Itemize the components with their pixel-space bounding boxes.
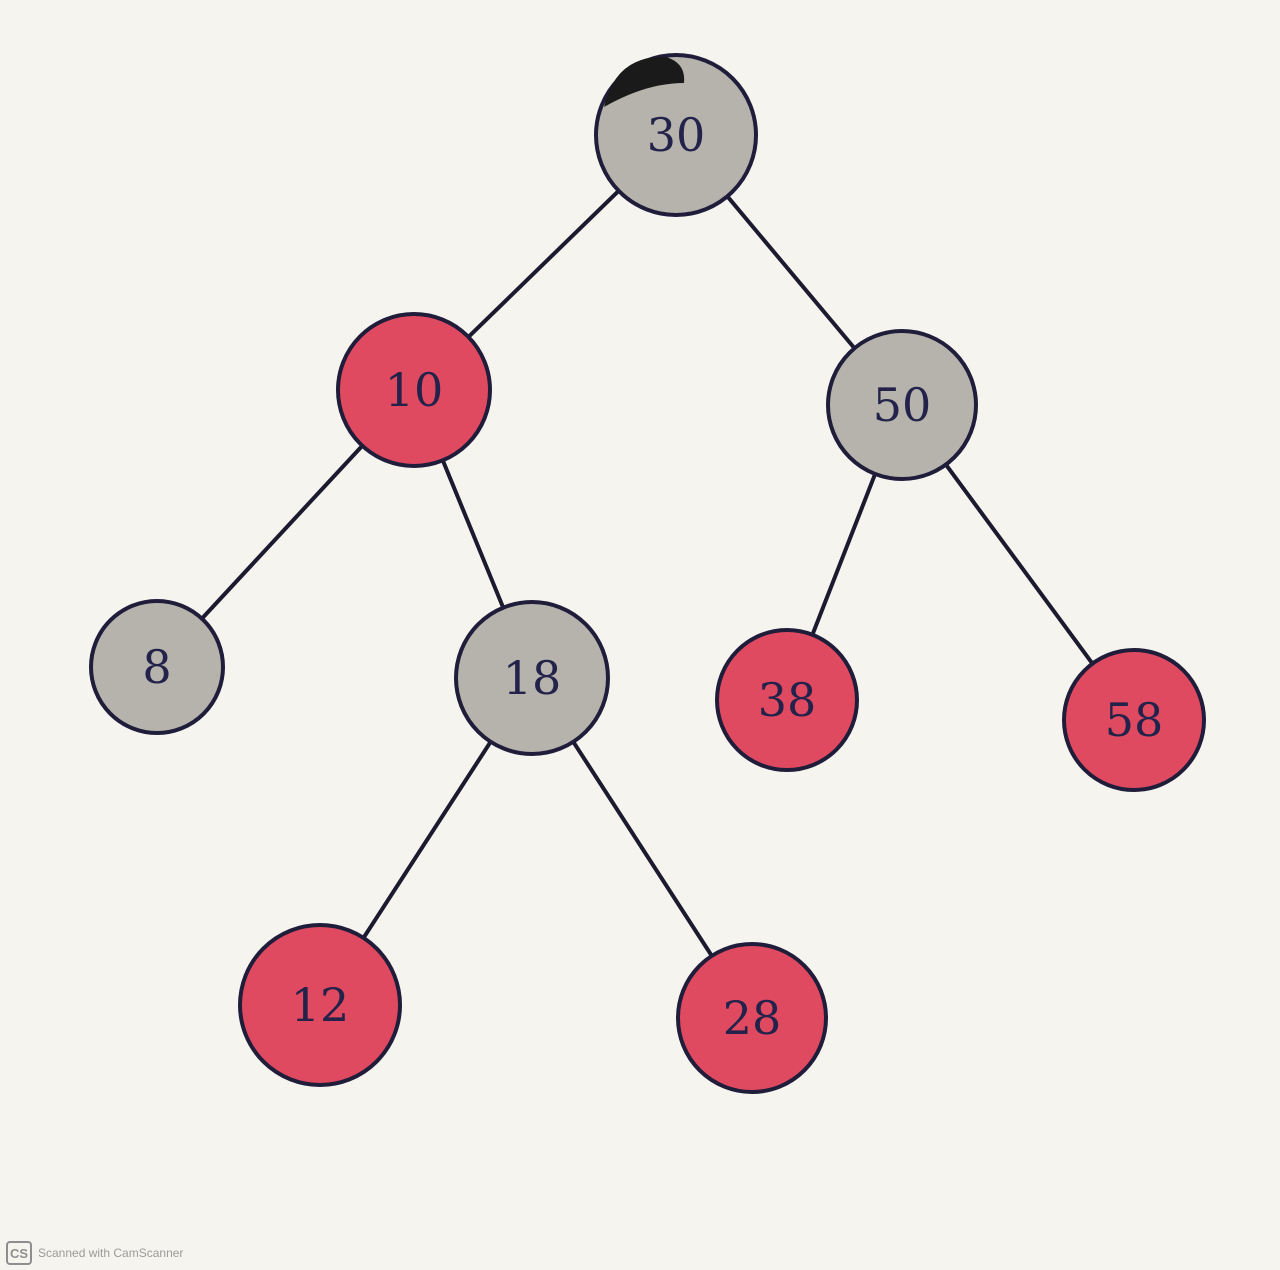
node-50: 50 [826, 329, 978, 481]
node-label-10: 10 [385, 363, 444, 417]
node-18: 18 [454, 600, 610, 756]
node-circle-50 [826, 329, 978, 481]
node-label-50: 50 [873, 378, 932, 432]
scanner-watermark: CS Scanned with CamScanner [6, 1239, 183, 1267]
node-8: 8 [89, 599, 225, 735]
node-58: 58 [1062, 648, 1206, 792]
node-circle-30 [594, 53, 758, 217]
node-label-30: 30 [647, 108, 706, 162]
node-28: 28 [676, 942, 828, 1094]
edge-18-28 [571, 739, 714, 958]
edge-30-50 [725, 194, 857, 351]
edge-50-58 [943, 462, 1095, 666]
node-circle-18 [454, 600, 610, 756]
camscanner-logo: CS [6, 1241, 32, 1265]
node-38: 38 [715, 628, 859, 772]
node-circle-8 [89, 599, 225, 735]
node-label-18: 18 [503, 651, 562, 705]
node-circle-28 [676, 942, 828, 1094]
edge-10-18 [440, 458, 506, 610]
edge-50-38 [810, 471, 878, 637]
node-circle-10 [336, 312, 492, 468]
node-10: 10 [336, 312, 492, 468]
node-label-28: 28 [723, 991, 782, 1045]
edges-layer [199, 188, 1095, 958]
node-label-38: 38 [758, 673, 817, 727]
watermark-text: Scanned with CamScanner [38, 1246, 184, 1260]
edge-10-8 [199, 443, 365, 621]
node-label-8: 8 [142, 640, 171, 694]
edge-30-10 [466, 188, 621, 339]
node-label-58: 58 [1105, 693, 1164, 747]
node-label-12: 12 [291, 978, 350, 1032]
root-ink-mark [604, 56, 685, 107]
nodes-layer: 30 10 50 8 18 38 58 12 28 [89, 53, 1206, 1094]
node-circle-12 [238, 923, 402, 1087]
node-12: 12 [238, 923, 402, 1087]
node-circle-58 [1062, 648, 1206, 792]
node-30: 30 [594, 53, 758, 217]
edge-18-12 [361, 739, 493, 940]
node-circle-38 [715, 628, 859, 772]
